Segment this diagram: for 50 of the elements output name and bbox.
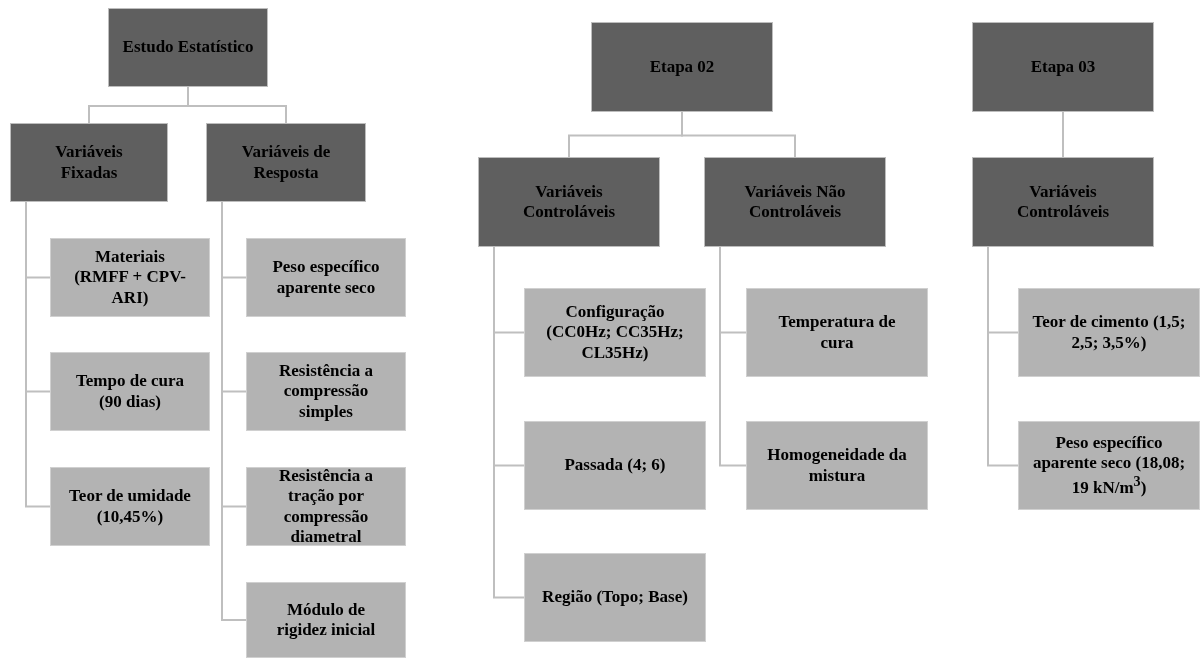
connector-line (681, 111, 796, 158)
item-box (246, 352, 406, 431)
item-box (246, 238, 406, 317)
box-label: Peso específico aparente seco (18,08; 19 kN/m$^{3}$) (1031, 432, 1187, 499)
item-box (50, 238, 210, 317)
item-box (246, 582, 406, 658)
box-label: Materiais (RMFF + CPV-ARI) (73, 246, 187, 309)
item-box (524, 421, 706, 510)
category-box (591, 22, 773, 112)
box-label: Estudo Estatístico (122, 37, 254, 58)
connector-line (719, 246, 747, 467)
box-label: Variáveis Não Controláveis (743, 181, 847, 223)
box-label: Tempo de cura (90 dias) (75, 371, 185, 412)
box-label: Passada (4; 6) (564, 455, 666, 476)
box-label: Teor de umidade (10,45%) (68, 486, 192, 527)
box-label: Homogeneidade da mistura (766, 445, 908, 486)
box-label: Resistência a tração por compressão diametral (278, 465, 374, 548)
item-box (50, 467, 210, 546)
category-box (478, 157, 660, 247)
category-box (972, 157, 1154, 247)
box-label: Módulo de rigidez inicial (275, 599, 377, 641)
box-label: Peso específico aparente seco (271, 257, 381, 298)
category-box (108, 8, 268, 87)
item-box (50, 352, 210, 431)
item-box (746, 288, 928, 377)
item-box (746, 421, 928, 510)
item-box (1018, 421, 1200, 510)
box-label: Resistência a compressão simples (278, 360, 374, 423)
box-label: Região (Topo; Base) (542, 587, 688, 608)
box-label: Temperatura de cura (777, 312, 897, 353)
item-box (246, 467, 406, 546)
box-label: Etapa 03 (1030, 56, 1096, 78)
connector-line (25, 201, 51, 508)
connector-line (187, 86, 287, 124)
box-label: Variáveis Controláveis (521, 181, 617, 223)
item-box (524, 553, 706, 642)
box-label: Etapa 02 (649, 56, 715, 78)
category-box (10, 123, 168, 202)
category-box (704, 157, 886, 247)
connector-line (1062, 111, 1064, 158)
category-box (206, 123, 366, 202)
box-label: Configuração (CC0Hz; CC35Hz; CL35Hz) (545, 301, 685, 364)
box-label: Teor de cimento (1,5; 2,5; 3,5%) (1031, 312, 1187, 353)
connector-line (987, 246, 1019, 467)
box-label: Variáveis de Resposta (240, 142, 332, 183)
category-box (972, 22, 1154, 112)
item-box (1018, 288, 1200, 377)
box-label: Variáveis Fixadas (54, 142, 124, 183)
box-label: Variáveis Controláveis (1015, 181, 1111, 223)
item-box (524, 288, 706, 377)
